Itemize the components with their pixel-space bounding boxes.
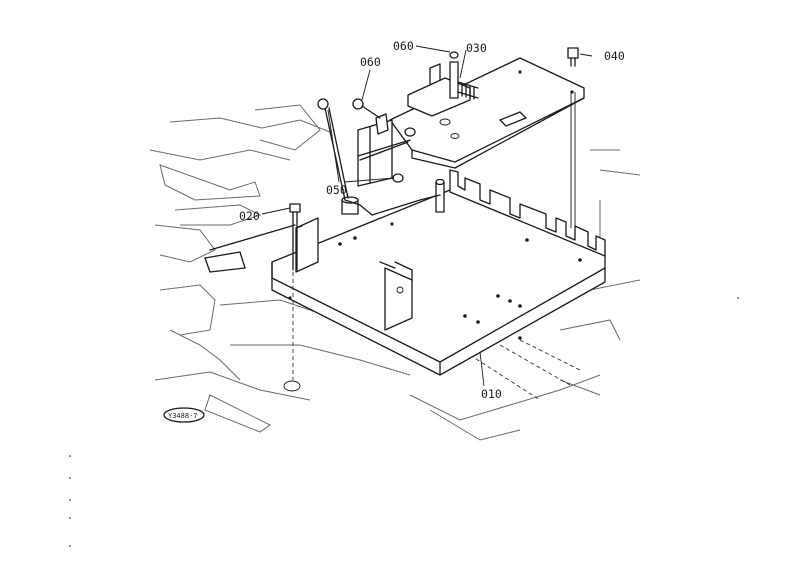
link-rod [204, 98, 441, 273]
part-labels: 060 030 040 060 050 020 010 [239, 39, 625, 401]
side-bracket [283, 203, 319, 392]
label-050: 050 [326, 183, 347, 197]
base-plate [271, 169, 606, 376]
label-020: 020 [239, 209, 260, 223]
label-030: 030 [466, 41, 487, 55]
upper-plate [352, 51, 585, 187]
leader-lines [261, 45, 593, 387]
background-chassis [149, 104, 641, 441]
label-060-top: 060 [393, 39, 414, 53]
label-010: 010 [481, 387, 502, 401]
scan-specks [69, 297, 739, 547]
label-040: 040 [604, 49, 625, 63]
drawing-stamp: Y3488-7 [163, 407, 205, 423]
stamp-text: Y3488-7 [168, 412, 198, 420]
label-060-mid: 060 [360, 55, 381, 69]
bolt-040 [567, 47, 579, 228]
